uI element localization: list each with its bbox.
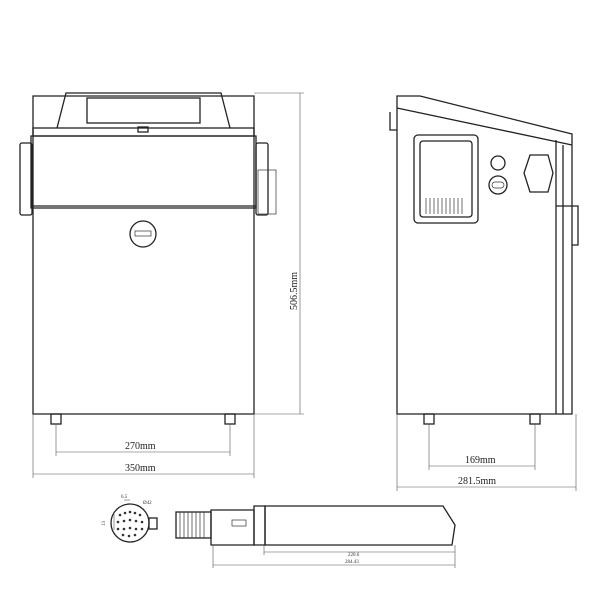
side-view <box>389 95 579 491</box>
body-length-dimension: 220.6 <box>348 553 360 558</box>
printhead <box>110 499 456 568</box>
connector-icon <box>488 175 508 195</box>
pitch-dimension: 6.5 <box>121 495 128 500</box>
front-feet-dimension: 270mm <box>125 441 156 452</box>
front-view <box>19 92 304 478</box>
side-depth-dimension: 281.5mm <box>458 476 496 487</box>
diameter-dimension: Ø42 <box>143 501 152 506</box>
total-length-dimension: 284.43 <box>345 560 359 565</box>
front-height-dimension: 506.5mm <box>289 272 300 310</box>
offset-dimension: 13 <box>102 521 107 527</box>
front-width-dimension: 350mm <box>125 463 156 474</box>
side-feet-dimension: 169mm <box>465 455 496 466</box>
power-switch-icon <box>490 155 506 171</box>
lock-icon <box>129 220 157 248</box>
